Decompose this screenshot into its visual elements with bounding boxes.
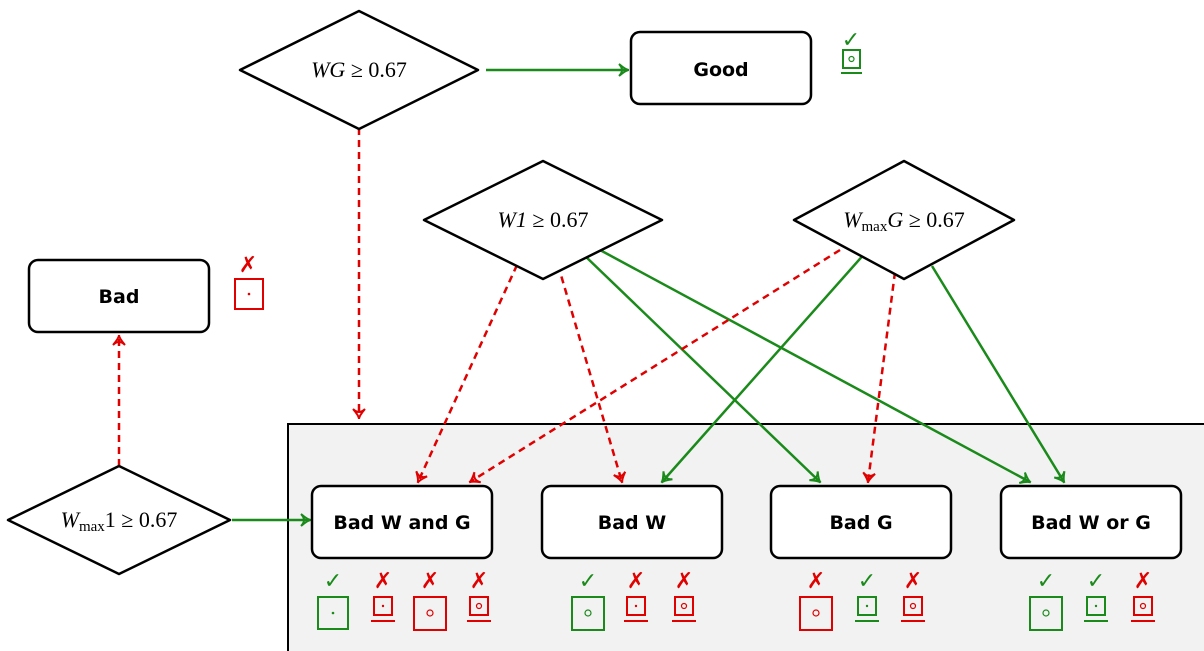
- wmaxg-rest: ≥ 0.67: [903, 207, 965, 232]
- edge-wmaxg-badwandg: [468, 248, 841, 484]
- monitor-icon: [857, 596, 877, 616]
- edge-wmaxg-badw: [660, 251, 867, 484]
- outcome-bad-w: Bad W: [540, 484, 724, 560]
- monitor-icon: [1133, 596, 1153, 616]
- square-icon: [799, 596, 833, 631]
- svg-text:Wmax1 ≥ 0.67: Wmax1 ≥ 0.67: [61, 507, 178, 535]
- check-icon: ✓: [1037, 569, 1055, 594]
- monitor-icon: [373, 596, 393, 616]
- outcome-good: Good: [629, 30, 813, 106]
- bad-w-label: Bad W: [598, 512, 667, 534]
- check-icon: ✓: [1087, 569, 1105, 594]
- monitor-icon: [1086, 596, 1106, 616]
- wmaxg-var2: G: [887, 207, 903, 232]
- outcome-bad-g: Bad G: [769, 484, 953, 560]
- monitor-icon: [626, 596, 646, 616]
- edge-w1-badw: [556, 264, 627, 484]
- bad-w-and-g-label: Bad W and G: [333, 512, 470, 534]
- cross-icon: ✗: [904, 569, 922, 594]
- w1-var: W1: [498, 207, 527, 232]
- check-icon: ✓: [842, 28, 860, 53]
- square-icon: [413, 596, 447, 631]
- edge-w1-badworg: [599, 248, 1032, 484]
- edge-wmaxg-badworg: [930, 265, 1066, 484]
- w1-rest: ≥ 0.67: [527, 207, 589, 232]
- cross-icon: ✗: [239, 253, 257, 278]
- wmax1-sub: max: [79, 519, 105, 535]
- wmax1-rest: ≥ 0.67: [116, 507, 178, 532]
- bad-g-glyphs: ✗ ✓ ✗: [799, 569, 925, 631]
- check-icon: ✓: [858, 569, 876, 594]
- svg-text:W1 ≥ 0.67: W1 ≥ 0.67: [498, 207, 589, 232]
- bad-w-or-g-glyphs: ✓ ✓ ✗: [1029, 569, 1155, 631]
- edge-w1-badwandg: [415, 264, 519, 484]
- svg-text:WmaxG ≥ 0.67: WmaxG ≥ 0.67: [843, 207, 965, 235]
- bad-w-or-g-label: Bad W or G: [1031, 512, 1151, 534]
- wmaxg-sub: max: [862, 219, 888, 235]
- cross-icon: ✗: [627, 569, 645, 594]
- cross-icon: ✗: [675, 569, 693, 594]
- wg-rest: ≥ 0.67: [345, 57, 407, 82]
- good-label: Good: [693, 59, 748, 81]
- outcome-bad-w-and-g: Bad W and G: [310, 484, 494, 560]
- bad-w-glyphs: ✓ ✗ ✗: [571, 569, 696, 631]
- decision-wg: WG ≥ 0.67: [238, 9, 480, 131]
- decision-w1: W1 ≥ 0.67: [422, 159, 664, 281]
- bad-w-and-g-glyphs: ✓ ✗ ✗ ✗: [317, 569, 491, 631]
- square-icon: [571, 596, 605, 631]
- wg-var: WG: [311, 57, 345, 82]
- decision-wmax1: Wmax1 ≥ 0.67: [6, 464, 232, 576]
- square-icon: [317, 596, 349, 630]
- good-glyph: ✓: [841, 28, 862, 74]
- square-icon: [1029, 596, 1063, 631]
- outcome-bad: Bad: [27, 258, 211, 334]
- monitor-icon: [674, 596, 694, 616]
- outcome-bad-w-or-g: Bad W or G: [999, 484, 1183, 560]
- check-icon: ✓: [579, 569, 597, 594]
- monitor-icon: [469, 596, 489, 616]
- edge-w1-badg: [583, 254, 822, 484]
- cross-icon: ✗: [807, 569, 825, 594]
- wmaxg-var: W: [843, 207, 863, 232]
- bad-label: Bad: [99, 286, 140, 308]
- cross-icon: ✗: [374, 569, 392, 594]
- bad-glyph: ✗: [234, 253, 264, 310]
- bad-g-label: Bad G: [829, 512, 892, 534]
- cross-icon: ✗: [470, 569, 488, 594]
- svg-text:WG ≥ 0.67: WG ≥ 0.67: [311, 57, 407, 82]
- cross-icon: ✗: [421, 569, 439, 594]
- monitor-icon: [842, 49, 861, 69]
- wmax1-var: W: [61, 507, 81, 532]
- wmax1-var2: 1: [105, 507, 116, 532]
- check-icon: ✓: [324, 569, 342, 594]
- monitor-icon: [903, 596, 923, 616]
- square-icon: [234, 278, 264, 310]
- cross-icon: ✗: [1134, 569, 1152, 594]
- edges: [112, 63, 1066, 527]
- decision-wmaxg: WmaxG ≥ 0.67: [792, 159, 1016, 281]
